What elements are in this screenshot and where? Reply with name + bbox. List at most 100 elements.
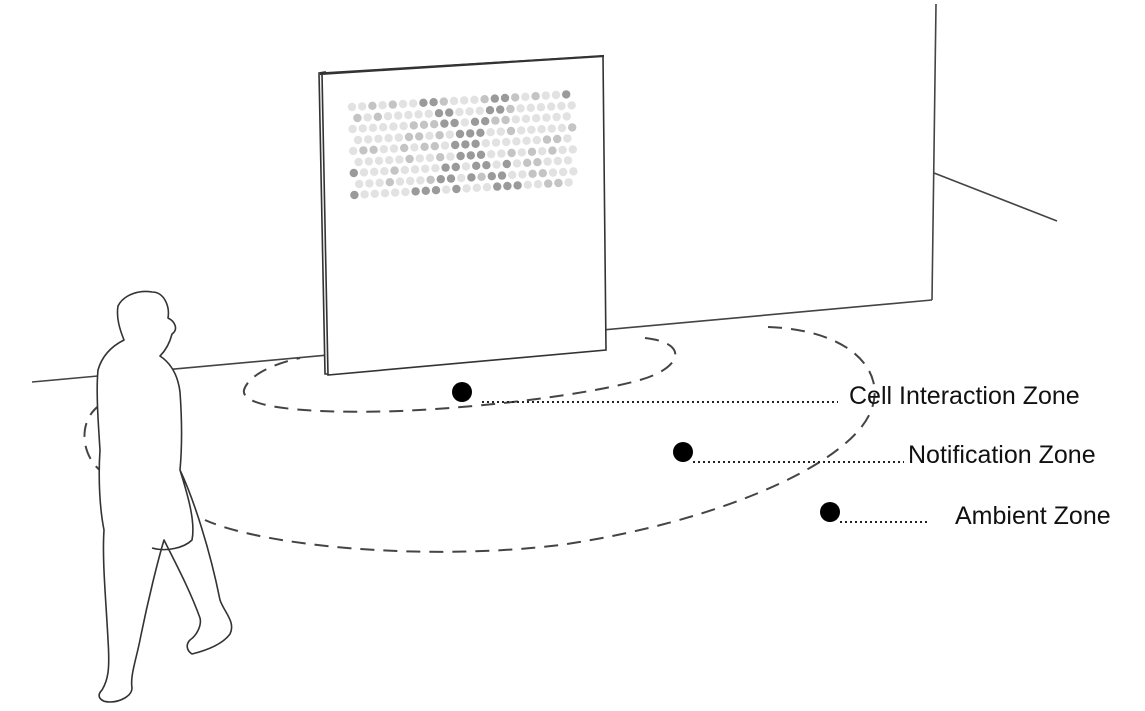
display-dot (462, 184, 471, 193)
display-dot (400, 165, 409, 175)
display-dot (476, 150, 486, 159)
display-dot (470, 95, 479, 105)
display-dot (502, 137, 511, 147)
display-dot (358, 102, 367, 111)
display-dot (513, 181, 522, 190)
display-dot (563, 156, 573, 165)
display-dot (511, 115, 520, 124)
display-dot (440, 141, 450, 150)
display-dot (461, 140, 470, 149)
display-dot (472, 161, 481, 170)
display-dot (518, 170, 527, 179)
display-dot (389, 122, 398, 131)
display-dot (410, 143, 419, 152)
display-dot (399, 121, 408, 131)
display-dot (562, 90, 571, 99)
display-dot (405, 154, 414, 164)
display-dot (421, 164, 430, 173)
display-dot (482, 183, 492, 192)
display-dot (380, 167, 389, 176)
display-dot (490, 94, 499, 103)
display-dot (374, 156, 384, 165)
cell-zone-marker (452, 382, 472, 402)
display-dot (363, 113, 372, 122)
display-dot (389, 144, 399, 153)
display-dot (425, 131, 434, 140)
display-dot (532, 136, 541, 145)
display-dot (551, 90, 561, 100)
display-dot (541, 91, 550, 100)
display-dot (526, 103, 535, 113)
display-dot (472, 183, 481, 192)
display-dot (455, 129, 465, 139)
display-dot (533, 180, 543, 189)
display-dot (430, 120, 439, 129)
cell-interaction-zone-boundary (242, 337, 677, 413)
display-dot (506, 104, 515, 114)
display-dot (508, 170, 517, 180)
display-dot (353, 135, 363, 145)
display-dot (559, 167, 568, 177)
display-dot (347, 102, 357, 112)
display-dot (431, 164, 440, 173)
display-dot (415, 132, 424, 141)
display-dot (557, 123, 567, 133)
display-dot (451, 162, 460, 172)
display-dot (425, 153, 435, 162)
display-dot (455, 107, 464, 117)
display-dot (404, 132, 414, 142)
display-dot (385, 178, 394, 187)
display-dot (466, 151, 475, 160)
display-dot (380, 189, 390, 198)
display-dot (465, 107, 474, 116)
display-dot (420, 142, 429, 151)
display-dot (394, 133, 403, 142)
display-dot (354, 157, 363, 167)
display-dot (411, 187, 420, 196)
display-dot (375, 178, 384, 187)
display-dot (360, 190, 369, 199)
display-dot (355, 179, 364, 189)
display-dot (390, 166, 399, 175)
display-dot (467, 173, 476, 182)
display-dot (446, 152, 455, 161)
display-dot (552, 112, 561, 122)
display-dot (517, 148, 526, 157)
display-dot-matrix (347, 90, 578, 200)
display-dot (506, 126, 516, 136)
display-dot (491, 116, 500, 125)
display-dot (385, 156, 394, 165)
display-dot (388, 100, 397, 109)
display-dot (419, 120, 429, 129)
display-dot (450, 118, 459, 128)
display-dot (487, 172, 496, 181)
display-dot (348, 124, 357, 134)
display-dot (500, 93, 510, 103)
display-dot (421, 186, 430, 195)
display-dot (429, 98, 438, 107)
display-dot (368, 123, 378, 132)
display-dot (481, 117, 490, 126)
display-dot (501, 115, 510, 125)
display-dot (527, 125, 536, 134)
display-dot (365, 179, 374, 188)
display-dot (435, 131, 444, 140)
display-dot (487, 150, 496, 159)
display-dot (431, 186, 441, 195)
display-top-edge (319, 54, 605, 76)
display-dot (349, 146, 358, 156)
display-dot (364, 157, 373, 166)
display-dot (419, 98, 428, 108)
ambient-zone-boundary (204, 326, 876, 553)
display-dot (384, 134, 393, 143)
display-dot (563, 134, 572, 143)
display-dot (543, 157, 552, 166)
display-dot (349, 168, 358, 178)
display-dot (440, 119, 449, 128)
display-dot (401, 187, 410, 197)
display-dot (370, 189, 379, 198)
ambient-zone-marker (820, 502, 840, 522)
display-dot (497, 149, 506, 158)
ambient-zone-boundary-left (83, 404, 103, 473)
